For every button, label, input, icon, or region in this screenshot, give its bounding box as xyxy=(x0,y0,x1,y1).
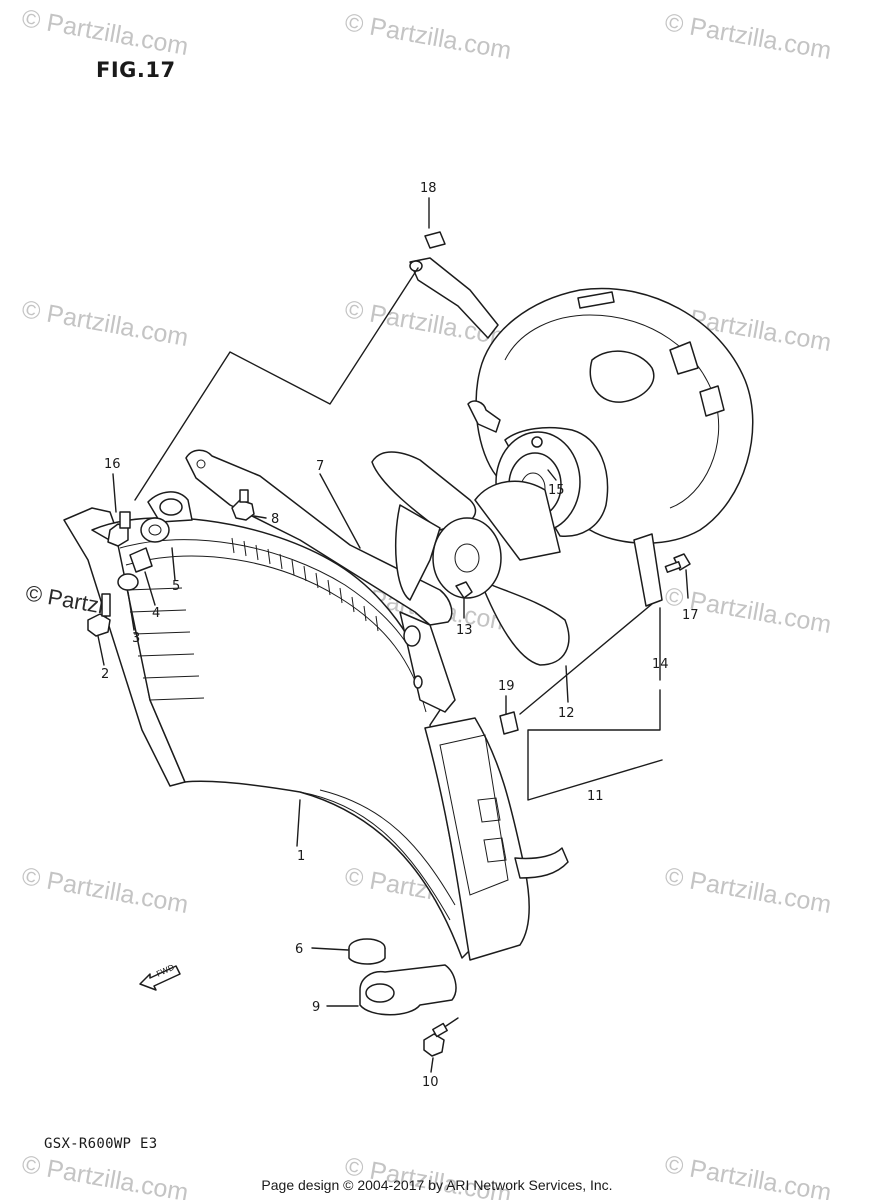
page-footer: Page design © 2004-2017 by ARI Network S… xyxy=(261,1177,613,1193)
callout-6: 6 xyxy=(295,942,303,957)
cooling-fan xyxy=(371,451,570,666)
callout-9: 9 xyxy=(312,1000,320,1015)
callout-4: 4 xyxy=(152,606,160,621)
callout-5: 5 xyxy=(172,579,180,594)
forward-arrow: FWD xyxy=(139,963,181,991)
callout-17: 17 xyxy=(682,608,699,623)
callout-13: 13 xyxy=(456,623,473,638)
leader-lines xyxy=(97,197,689,1073)
callout-3: 3 xyxy=(132,631,140,646)
callout-2: 2 xyxy=(101,667,109,682)
model-code: GSX-R600WP E3 xyxy=(44,1136,158,1152)
callout-10: 10 xyxy=(422,1075,439,1090)
figure-title: FIG.17 xyxy=(96,58,176,82)
callout-11: 11 xyxy=(587,789,604,804)
callout-8: 8 xyxy=(271,512,279,527)
radiator xyxy=(63,491,569,961)
callout-12: 12 xyxy=(558,706,575,721)
callout-19: 19 xyxy=(498,679,515,694)
callout-7: 7 xyxy=(316,459,324,474)
callout-16: 16 xyxy=(104,457,121,472)
callout-14: 14 xyxy=(652,657,669,672)
radiator-bracket xyxy=(185,449,453,626)
callout-1: 1 xyxy=(297,849,305,864)
callouts: 1 2 3 4 5 6 7 8 9 10 11 12 13 14 15 16 1… xyxy=(101,181,699,1090)
callout-18: 18 xyxy=(420,181,437,196)
callout-15: 15 xyxy=(548,483,565,498)
